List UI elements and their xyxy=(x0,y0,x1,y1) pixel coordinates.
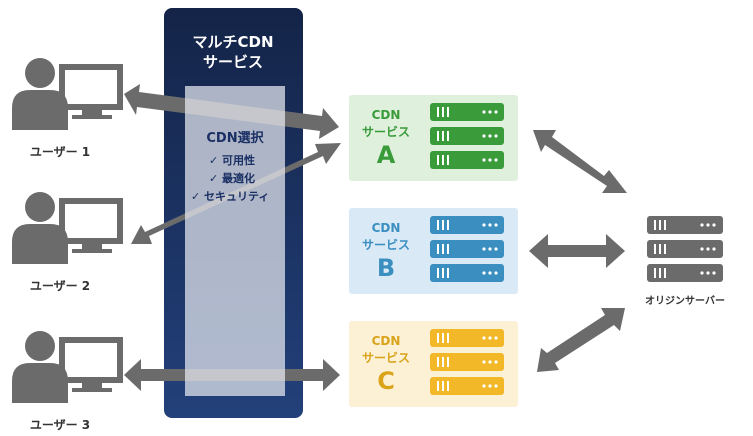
user-1-figure xyxy=(12,58,123,130)
cdn-selection-overlay xyxy=(185,86,285,396)
selection-item-security: ✓ セキュリティ xyxy=(191,190,270,203)
panel-title-line2: サービス xyxy=(202,53,263,71)
user-3-label: ユーザー 3 xyxy=(29,418,91,432)
cdn-selection-title: CDN選択 xyxy=(206,131,264,146)
cdn-b-line2: サービス xyxy=(361,238,410,252)
arrow-cdn-a-origin xyxy=(533,130,627,193)
user-2-label: ユーザー 2 xyxy=(29,279,91,293)
cdn-a-line1: CDN xyxy=(371,108,401,122)
arrow-cdn-c-origin xyxy=(537,308,625,372)
origin-server-label: オリジンサーバー xyxy=(645,296,725,307)
cdn-c-line2: サービス xyxy=(361,351,410,365)
cdn-a-server-stack xyxy=(430,103,504,169)
user-2-figure xyxy=(12,192,123,264)
cdn-b-line1: CDN xyxy=(371,221,401,235)
user-3-figure xyxy=(12,331,123,403)
origin-arrows xyxy=(529,130,627,372)
panel-title-line1: マルチCDN xyxy=(192,33,274,51)
selection-item-optimization: ✓ 最適化 xyxy=(209,172,256,185)
cdn-b-server-stack xyxy=(430,216,504,282)
cdn-c-letter: C xyxy=(377,367,395,395)
cdn-c-server-stack xyxy=(430,329,504,395)
origin-server-stack xyxy=(647,216,723,282)
selection-item-availability: ✓ 可用性 xyxy=(209,154,256,167)
cdn-a-line2: サービス xyxy=(361,125,410,139)
arrow-cdn-b-origin xyxy=(529,234,625,268)
cdn-c-line1: CDN xyxy=(371,334,401,348)
user-1-label: ユーザー 1 xyxy=(29,145,91,159)
cdn-a-letter: A xyxy=(376,141,396,169)
cdn-b-letter: B xyxy=(376,254,396,282)
